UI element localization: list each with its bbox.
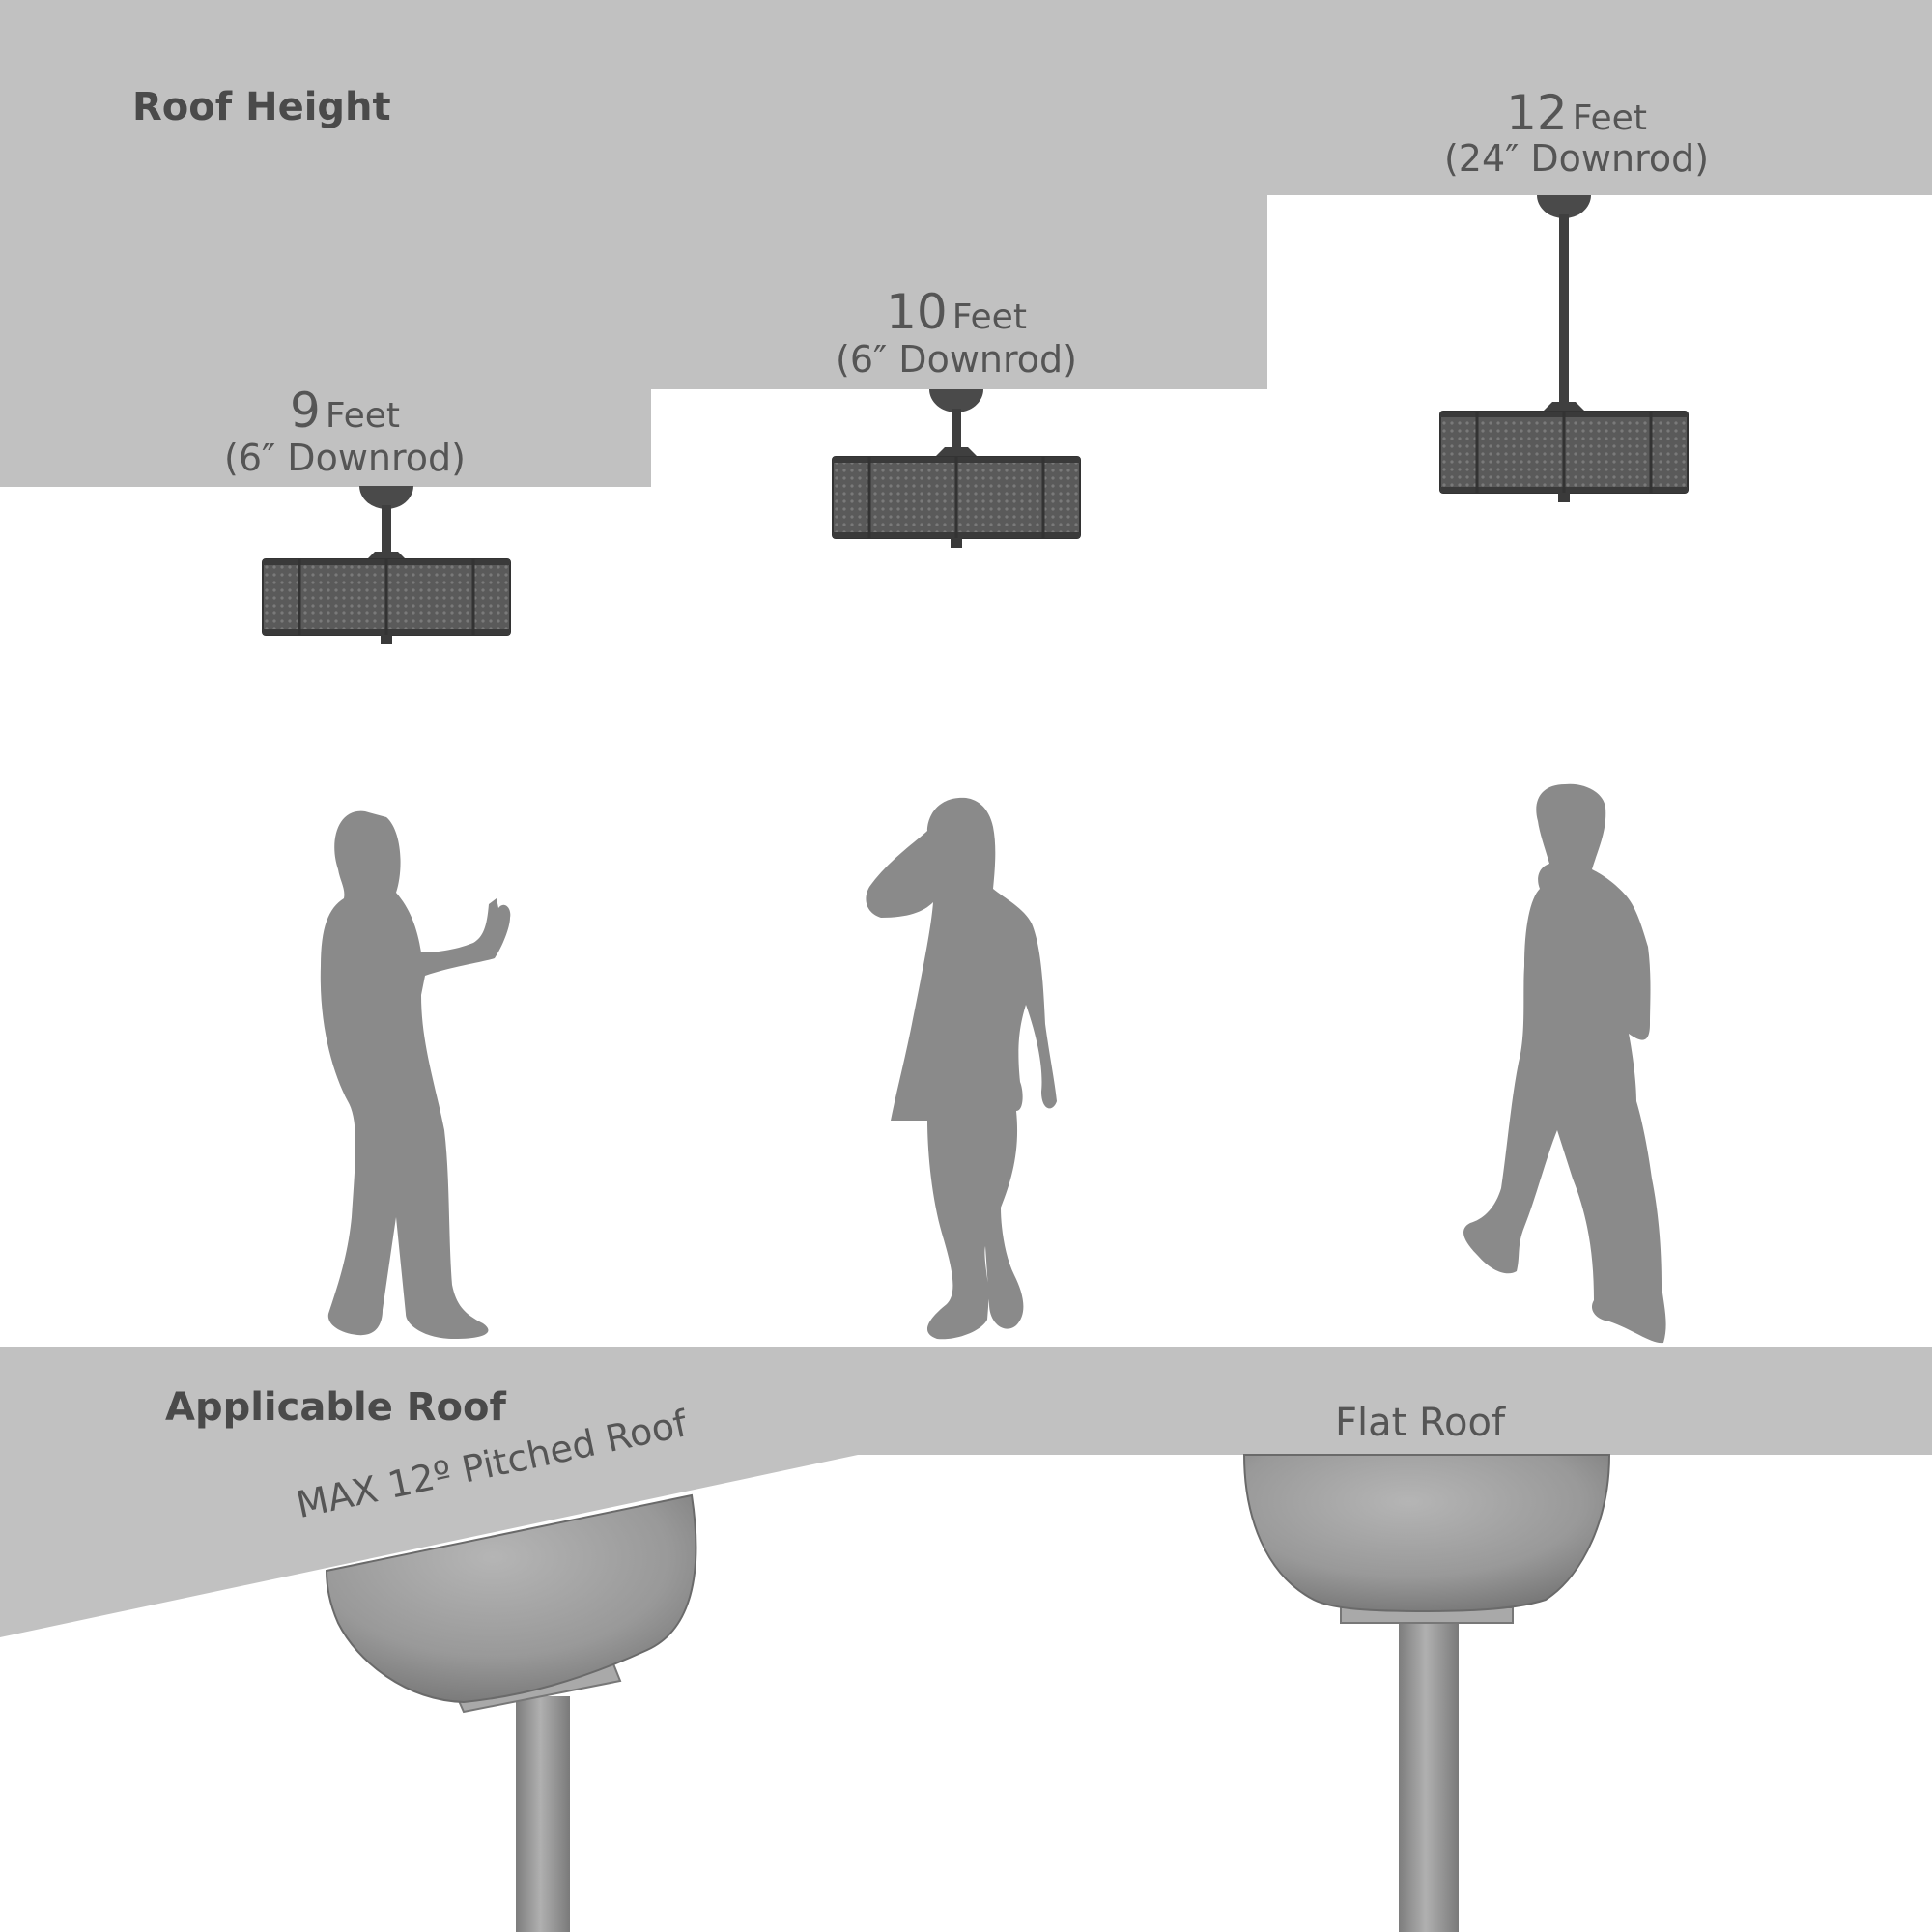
height-9-downrod: (6″ Downrod)	[224, 437, 466, 479]
person-silhouette-icon	[320, 810, 511, 1339]
floor-band	[0, 1347, 1932, 1637]
height-10-downrod: (6″ Downrod)	[836, 338, 1077, 381]
height-12-downrod: (24″ Downrod)	[1443, 137, 1710, 180]
ceiling-steps	[0, 0, 1932, 487]
height-9-unit: Feet	[325, 396, 401, 436]
roof-height-heading: Roof Height	[132, 85, 391, 129]
flat-roof-label: Flat Roof	[1334, 1401, 1506, 1445]
height-9-number: 9	[289, 383, 321, 439]
height-12-unit: Feet	[1572, 99, 1647, 138]
person-silhouette-icon	[1463, 783, 1666, 1344]
height-9-label: 9 Feet	[290, 386, 400, 446]
height-10-unit: Feet	[952, 298, 1027, 337]
ceiling-fan-icon	[832, 389, 1081, 548]
height-10-label: 10 Feet	[886, 288, 1027, 348]
height-10-number: 10	[886, 284, 948, 340]
height-12-number: 12	[1506, 85, 1568, 141]
ceiling-fan-icon	[262, 486, 511, 644]
canopy-mount-icon	[1242, 1454, 1611, 1932]
person-silhouette-icon	[866, 797, 1057, 1340]
canopy-mount-icon	[325, 1493, 697, 1932]
ceiling-fan-icon	[1439, 195, 1689, 502]
height-12-label: 12 Feet	[1506, 89, 1647, 149]
applicable-roof-heading: Applicable Roof	[165, 1385, 506, 1430]
